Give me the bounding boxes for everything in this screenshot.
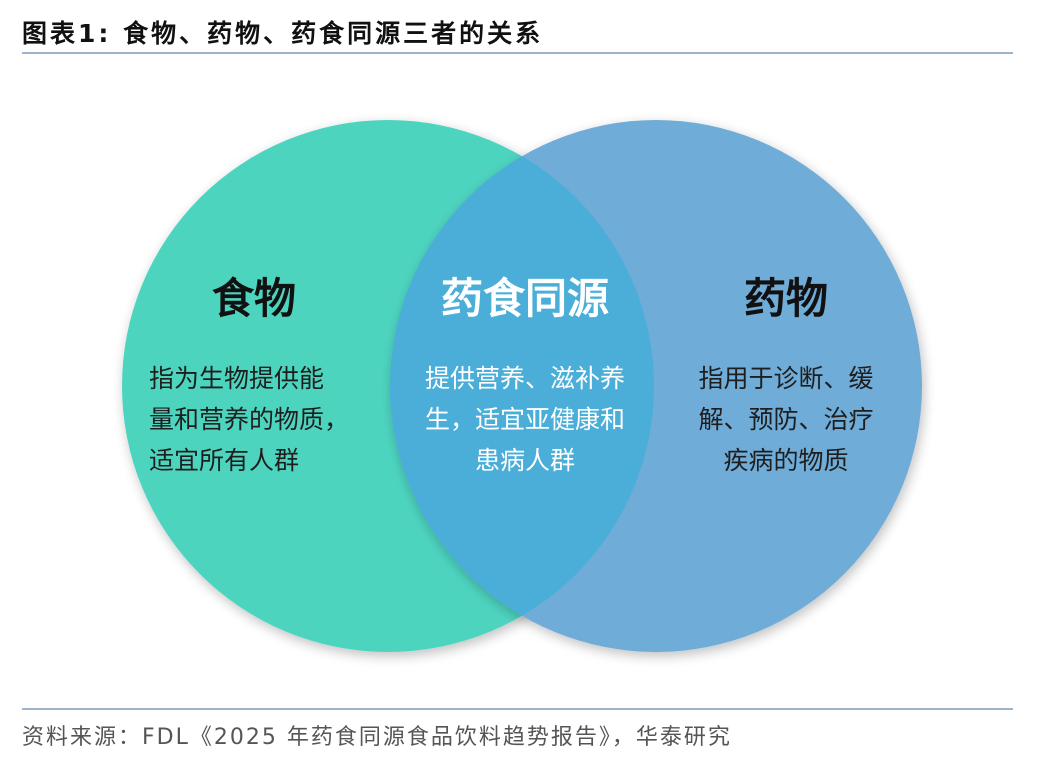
source-divider	[22, 708, 1013, 710]
drug-desc-line-2: 解、预防、治疗	[698, 405, 873, 434]
overlap-desc-line-2: 生，适宜亚健康和	[425, 405, 625, 434]
drug-desc-line-1: 指用于诊断、缓	[698, 364, 873, 393]
drug-desc-line-3: 疾病的物质	[723, 446, 848, 475]
drug-title: 药物	[744, 274, 828, 323]
overlap-region	[390, 120, 654, 652]
overlap-desc-line-1: 提供营养、滋补养	[425, 364, 625, 393]
figure-title: 图表1: 食物、药物、药食同源三者的关系	[22, 19, 544, 48]
food-desc-line-3: 适宜所有人群	[149, 446, 299, 475]
source-note: 资料来源：FDL《2025 年药食同源食品饮料趋势报告》，华泰研究	[22, 725, 732, 750]
title-divider	[22, 52, 1013, 54]
overlap-desc-line-3: 患病人群	[475, 446, 575, 475]
overlap-title: 药食同源	[441, 274, 609, 323]
food-title: 食物	[212, 274, 296, 323]
food-desc-line-2: 量和营养的物质，	[149, 405, 349, 434]
food-desc-line-1: 指为生物提供能	[149, 364, 324, 393]
